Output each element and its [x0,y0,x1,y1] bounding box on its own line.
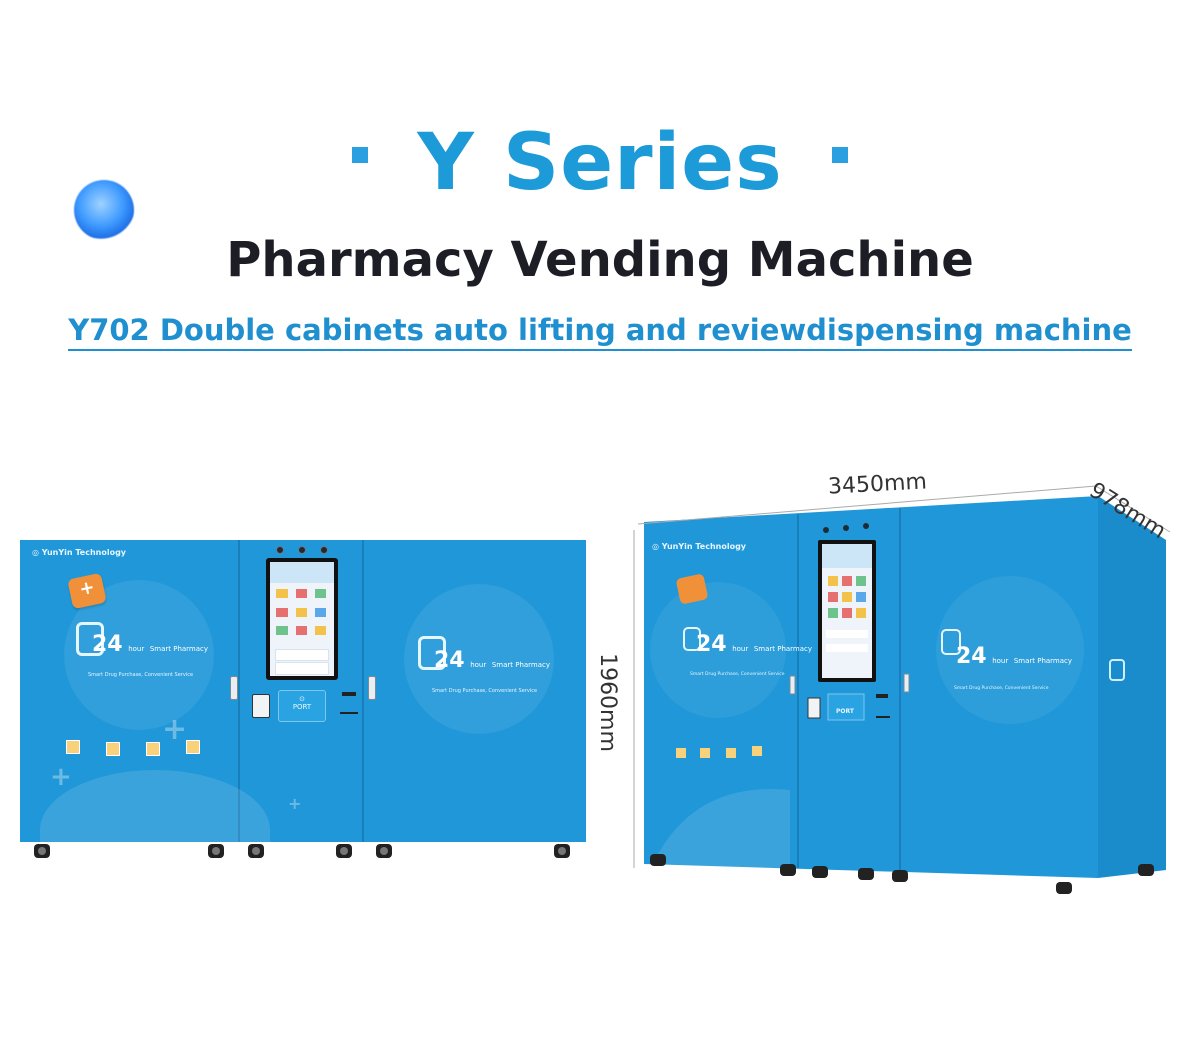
pickup-port[interactable]: ⊙ PORT [278,690,326,722]
screen-display [270,562,334,676]
step-icon [106,742,120,756]
brand-logo: ◎ YunYin Technology [32,548,127,557]
badge-24-left: 24 hour Smart Pharmacy [696,632,813,657]
touch-screen[interactable] [266,558,338,680]
screen-row [275,648,329,661]
receipt-slot [342,692,356,696]
machine-front-view: ◎ YunYin Technology 24 hour Smart Pharma… [20,540,586,890]
dispense-slot [340,712,358,714]
background-wave [40,770,270,890]
badge-caption-left: Smart Drug Purchase, Convenient Service [88,672,194,678]
machine-perspective-shape [633,485,1171,894]
decorative-orb [74,180,134,240]
title-bullet-right [831,147,848,163]
side-face [1098,496,1166,878]
screen-product-tile [276,625,288,635]
background-circle [404,584,554,734]
page-title: Y Series [417,118,783,208]
door-handle[interactable] [230,676,238,700]
plus-icon: + [162,712,188,747]
caster-wheel [554,844,570,858]
screen-product-tile [314,607,327,617]
camera-icon [276,546,284,554]
camera-icon [298,546,306,554]
panel-divider [362,540,364,842]
front-face [644,496,1098,878]
screen-product-tile [295,625,308,635]
step-icon [66,740,80,754]
height-dimension: 1960mm [594,653,620,752]
screen-product-tile [295,607,308,617]
brand-logo: ◎ YunYin Technology [652,542,747,551]
caster-wheel [376,844,392,858]
card-reader[interactable] [252,694,270,718]
badge-24-right: 24 hour Smart Pharmacy [434,648,551,673]
badge-caption-right: Smart Drug Purchase, Convenient Service [432,688,538,694]
machine-perspective-view: ◎ YunYin Technology 24 hour Smart Pharma… [630,480,1190,900]
door-handle[interactable] [368,676,376,700]
screen-product-tile [276,589,288,599]
house-icon [76,622,104,656]
badge-caption-right: Smart Drug Purchase, Convenient Service [954,686,1049,691]
caster-wheel [34,844,50,858]
screen-product-tile [276,607,288,617]
page-subtitle: Pharmacy Vending Machine [226,232,974,288]
caster-wheel [208,844,224,858]
caster-wheel [248,844,264,858]
step-icon [146,742,160,756]
width-dimension: 3450mm [827,469,928,500]
brand-icon: ◎ [32,548,42,557]
badge-24-left: 24 hour Smart Pharmacy [92,632,209,657]
screen-product-tile [314,625,327,635]
plus-icon: + [50,762,72,792]
screen-product-tile [295,589,308,599]
panel-divider [238,540,240,842]
port-label: PORT [836,708,854,715]
port-label: PORT [292,703,312,711]
badge-caption-left: Smart Drug Purchase, Convenient Service [690,672,785,677]
title-bullet-left [352,147,369,163]
tagline: Y702 Double cabinets auto lifting and re… [0,313,1200,351]
badge-24-right: 24 hour Smart Pharmacy [956,644,1073,669]
camera-icon [320,546,328,554]
step-icon [186,740,200,754]
screen-banner [270,562,334,583]
house-icon [418,636,446,670]
port-icon: ⊙ [299,695,305,703]
tagline-text: Y702 Double cabinets auto lifting and re… [68,313,1132,351]
caster-wheel [336,844,352,858]
screen-product-tile [314,589,327,599]
title-row: Y Series [0,118,1200,228]
plus-icon: + [288,794,302,813]
screen-row [275,662,329,675]
brand-icon: ◎ [652,542,662,551]
